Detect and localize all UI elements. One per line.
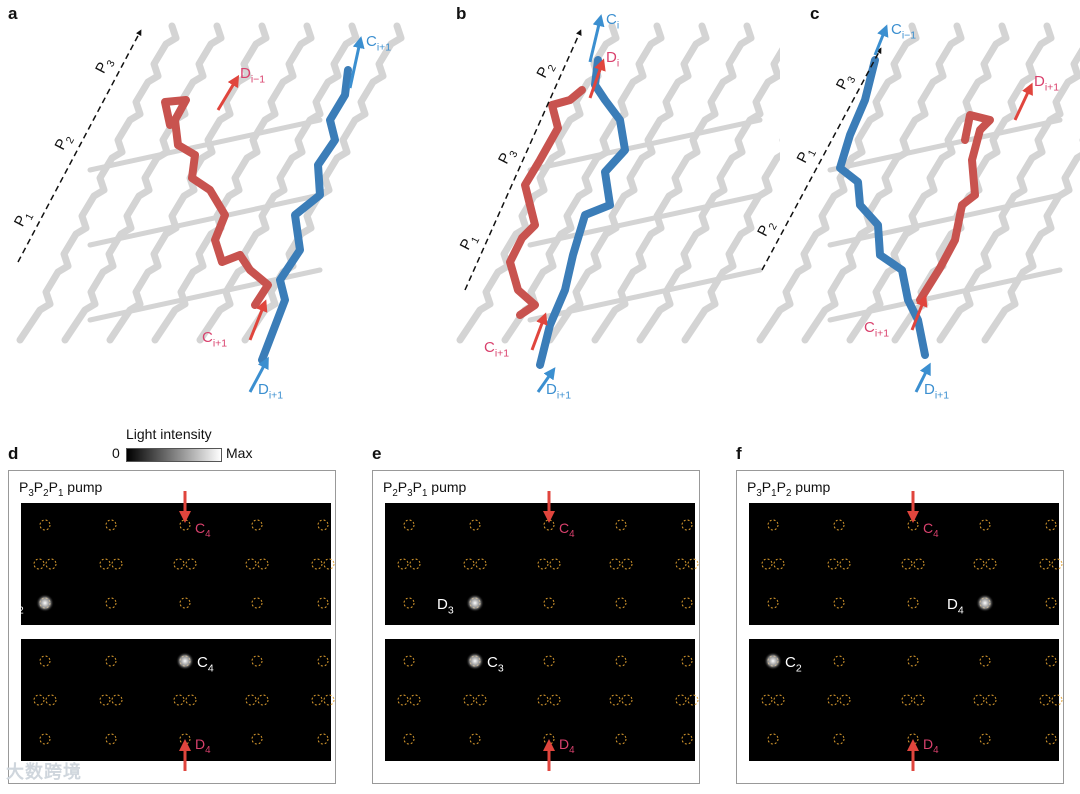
panel-letter-f: f [736, 444, 742, 464]
pump-step-label: P2 [52, 131, 78, 155]
intensity-max-label: Max [226, 445, 252, 461]
measurement-box-e: P2P3P1 pump D3C3C4D4 [372, 470, 700, 784]
red-input-label: Ci+1 [864, 319, 889, 340]
bright-spot [764, 652, 782, 670]
intensity-maps-f: D4C2C4D4 [737, 471, 1063, 783]
watermark-text: 大数跨境 [6, 758, 82, 784]
bottom-intensity-map [385, 639, 695, 761]
red-output-label: Di [606, 49, 619, 70]
panel-letter-d: d [8, 444, 18, 464]
bright-spot [176, 652, 194, 670]
light-intensity-legend: Light intensity 0 Max [112, 426, 272, 462]
pump-step-label: P2 [533, 59, 559, 83]
bright-spot [36, 594, 54, 612]
blue-input-label: Di+1 [924, 381, 949, 402]
bright-spot [466, 594, 484, 612]
bottom-intensity-map [21, 639, 331, 761]
bright-spot [976, 594, 994, 612]
gray-lattice [460, 26, 780, 340]
blue-output-arrow [875, 30, 885, 55]
pump-step-label: P1 [794, 144, 820, 168]
pump-step-label: P3 [92, 54, 118, 78]
pump-step-label: P3 [495, 145, 521, 169]
pump-step-label: P2 [754, 217, 780, 241]
blue-output-label: Ci+1 [366, 33, 391, 54]
blue-input-label: Di+1 [258, 381, 283, 402]
top-intensity-map [21, 503, 331, 625]
pump-step-label: P1 [457, 231, 483, 255]
intensity-min-label: 0 [112, 445, 120, 461]
blue-input-label: Di+1 [546, 381, 571, 402]
red-input-label: Ci+1 [202, 329, 227, 350]
red-output-label: Di+1 [1034, 73, 1059, 94]
top-intensity-map [385, 503, 695, 625]
measurement-box-d: P3P2P1 pump D2C4C4D4 [8, 470, 336, 784]
top-intensity-map [749, 503, 1059, 625]
pump-step-label: P1 [11, 207, 37, 231]
intensity-colorbar [126, 448, 222, 462]
panel-letter-e: e [372, 444, 381, 464]
intensity-title: Light intensity [126, 426, 212, 442]
measurement-box-f: P3P1P2 pump D4C2C4D4 [736, 470, 1064, 784]
pump-step-label: P3 [833, 70, 859, 94]
bright-spot [466, 652, 484, 670]
blue-output-arrow [350, 42, 360, 88]
red-input-arrow [250, 305, 264, 340]
